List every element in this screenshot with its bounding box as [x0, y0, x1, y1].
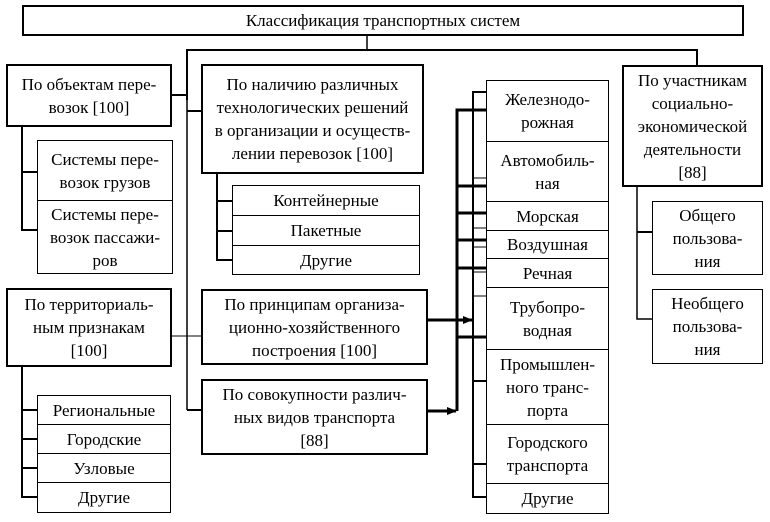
main-bus [186, 49, 698, 100]
mode-railway: Железнодо- рожная [486, 80, 609, 141]
objects-child-cargo: Системы пере- возок грузов [37, 140, 173, 200]
technology-tree [216, 172, 232, 261]
group-organization: По принципам организа- ционно-хозяйствен… [201, 289, 428, 365]
mode-industrial: Промышлен- ного транс- порта [486, 349, 609, 424]
territory-child-regional: Региональные [37, 395, 171, 424]
mode-pipeline: Трубопро- водная [486, 287, 609, 349]
modes-outer-bus [455, 108, 487, 411]
technology-child-other: Другие [232, 245, 420, 275]
group-participants: По участникам социально- экономической д… [622, 65, 763, 187]
participants-tree [636, 186, 653, 320]
group-territory: По территориаль- ным признакам [100] [6, 288, 172, 367]
mode-air: Воздушная [486, 230, 609, 258]
territory-tree [21, 366, 38, 498]
mode-road: Автомобиль- ная [486, 141, 609, 201]
mode-sea: Морская [486, 201, 609, 230]
mode-river: Речная [486, 258, 609, 287]
territory-child-nodal: Узловые [37, 453, 171, 482]
territory-child-urban: Городские [37, 424, 171, 453]
technology-child-package: Пакетные [232, 215, 420, 245]
objects-tree [21, 126, 38, 231]
modes-inner-bus [472, 91, 487, 498]
mode-city: Городского транспорта [486, 424, 609, 483]
objects-child-passengers: Системы пере- возок пассажи- ров [37, 200, 173, 274]
participants-child-public: Общего пользова- ния [652, 201, 763, 275]
territory-child-other: Другие [37, 482, 171, 513]
diagram-title: Классификация транспортных систем [22, 5, 744, 36]
mode-other: Другие [486, 483, 609, 514]
technology-child-container: Контейнерные [232, 185, 420, 215]
group-objects: По объектам пере- возок [100] [6, 64, 172, 127]
participants-child-nonpublic: Необщего пользова- ния [652, 289, 763, 364]
group-technology: По наличию различных технологических реш… [201, 64, 424, 174]
group-combination: По совокупности различ- ных видов трансп… [201, 379, 428, 455]
